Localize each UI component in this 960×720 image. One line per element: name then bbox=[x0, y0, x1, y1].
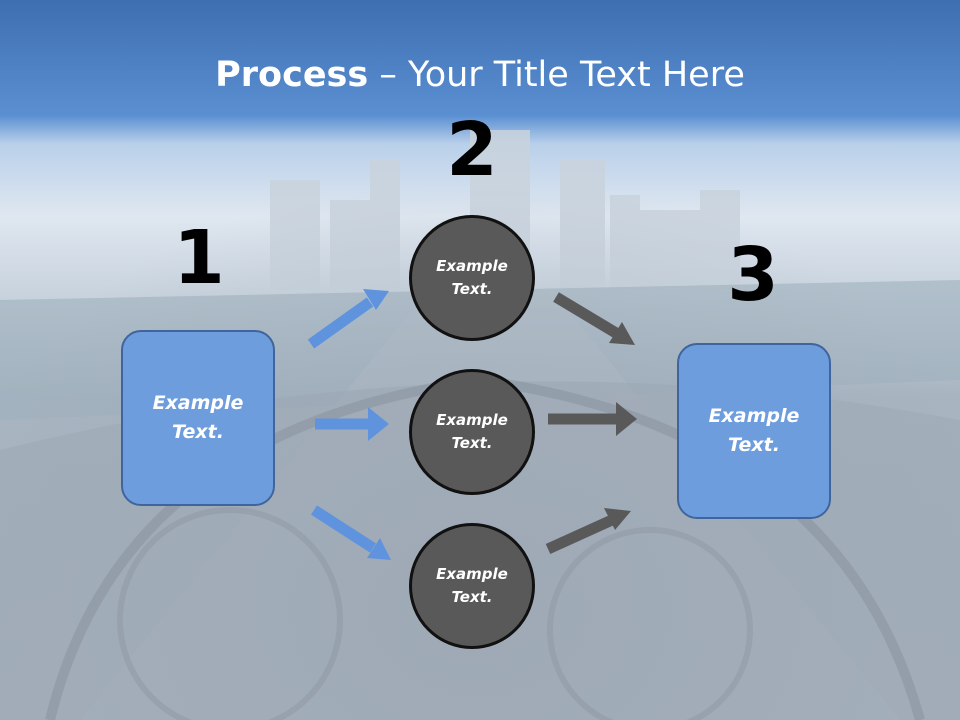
step2-circle-top: Example Text. bbox=[409, 215, 535, 341]
step-number-3: 3 bbox=[727, 232, 779, 318]
step-number-2: 2 bbox=[446, 107, 498, 193]
title-bold: Process bbox=[215, 55, 369, 95]
step2-circle-bottom-text: Example Text. bbox=[436, 565, 508, 606]
slide-title: Process – Your Title Text Here bbox=[0, 50, 960, 100]
step1-box-text: Example Text. bbox=[152, 392, 244, 443]
step3-box-text: Example Text. bbox=[708, 405, 800, 456]
title-rest: – Your Title Text Here bbox=[368, 55, 745, 95]
step2-circle-middle: Example Text. bbox=[409, 369, 535, 495]
step2-circle-top-text: Example Text. bbox=[436, 257, 508, 298]
step2-circle-middle-text: Example Text. bbox=[436, 411, 508, 452]
step2-circle-bottom: Example Text. bbox=[409, 523, 535, 649]
step1-box: Example Text. bbox=[121, 330, 275, 506]
step3-box: Example Text. bbox=[677, 343, 831, 519]
step-number-1: 1 bbox=[173, 215, 225, 301]
